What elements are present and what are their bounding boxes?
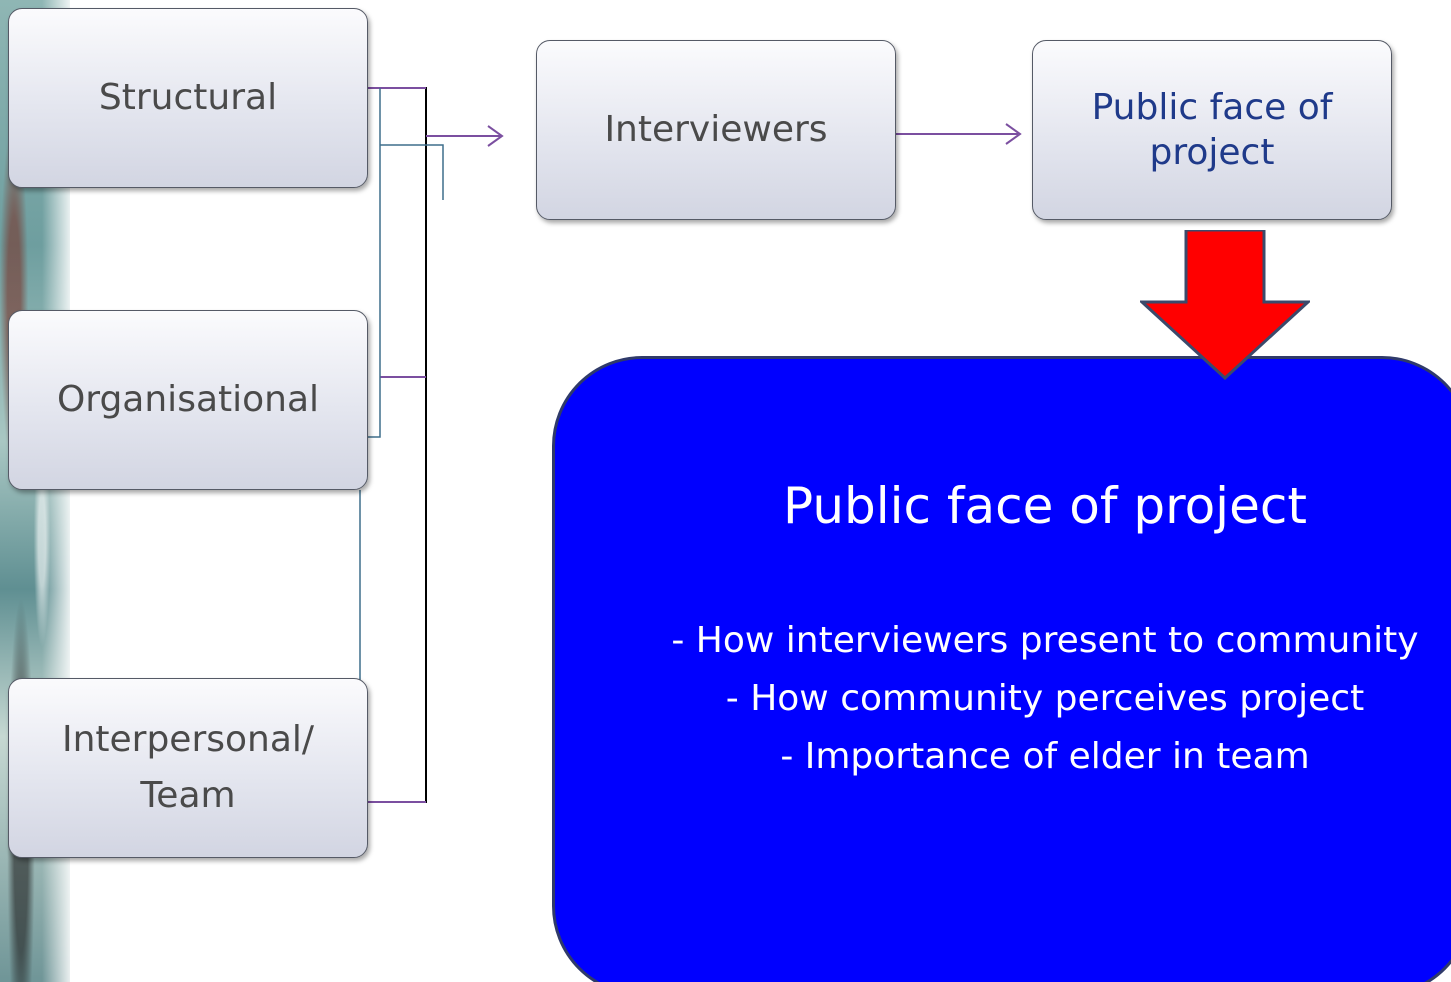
- node-interpersonal-label-line1: Interpersonal/: [61, 719, 315, 761]
- node-public-face-label-line2: project: [1149, 132, 1275, 173]
- detail-title: Public face of project: [783, 477, 1307, 535]
- node-structural: Structural: [8, 8, 368, 188]
- teal-upper-connector: [380, 144, 444, 200]
- node-public-face-label-line1: Public face of: [1091, 87, 1333, 128]
- detail-item: - Importance of elder in team: [780, 736, 1310, 777]
- node-interpersonal-label-line2: Team: [140, 775, 236, 816]
- node-public-face: Public face of project: [1032, 40, 1392, 220]
- node-interviewers: Interviewers: [536, 40, 896, 220]
- down-arrow-icon: [1140, 230, 1310, 380]
- detail-panel: Public face of project - How interviewer…: [552, 356, 1451, 982]
- detail-item: - How interviewers present to community: [671, 620, 1419, 661]
- node-interpersonal-team: Interpersonal/ Team: [8, 678, 368, 858]
- black-bracket-connector: [365, 87, 427, 803]
- arrow-to-public-face-head: [1005, 123, 1022, 145]
- node-interviewers-label: Interviewers: [604, 109, 828, 151]
- detail-item: - How community perceives project: [725, 678, 1365, 719]
- node-organisational-label: Organisational: [56, 379, 320, 421]
- arrow-to-interviewers-head: [487, 125, 504, 147]
- detail-list: - How interviewers present to community …: [555, 612, 1451, 786]
- node-structural-label: Structural: [98, 77, 278, 119]
- node-organisational: Organisational: [8, 310, 368, 490]
